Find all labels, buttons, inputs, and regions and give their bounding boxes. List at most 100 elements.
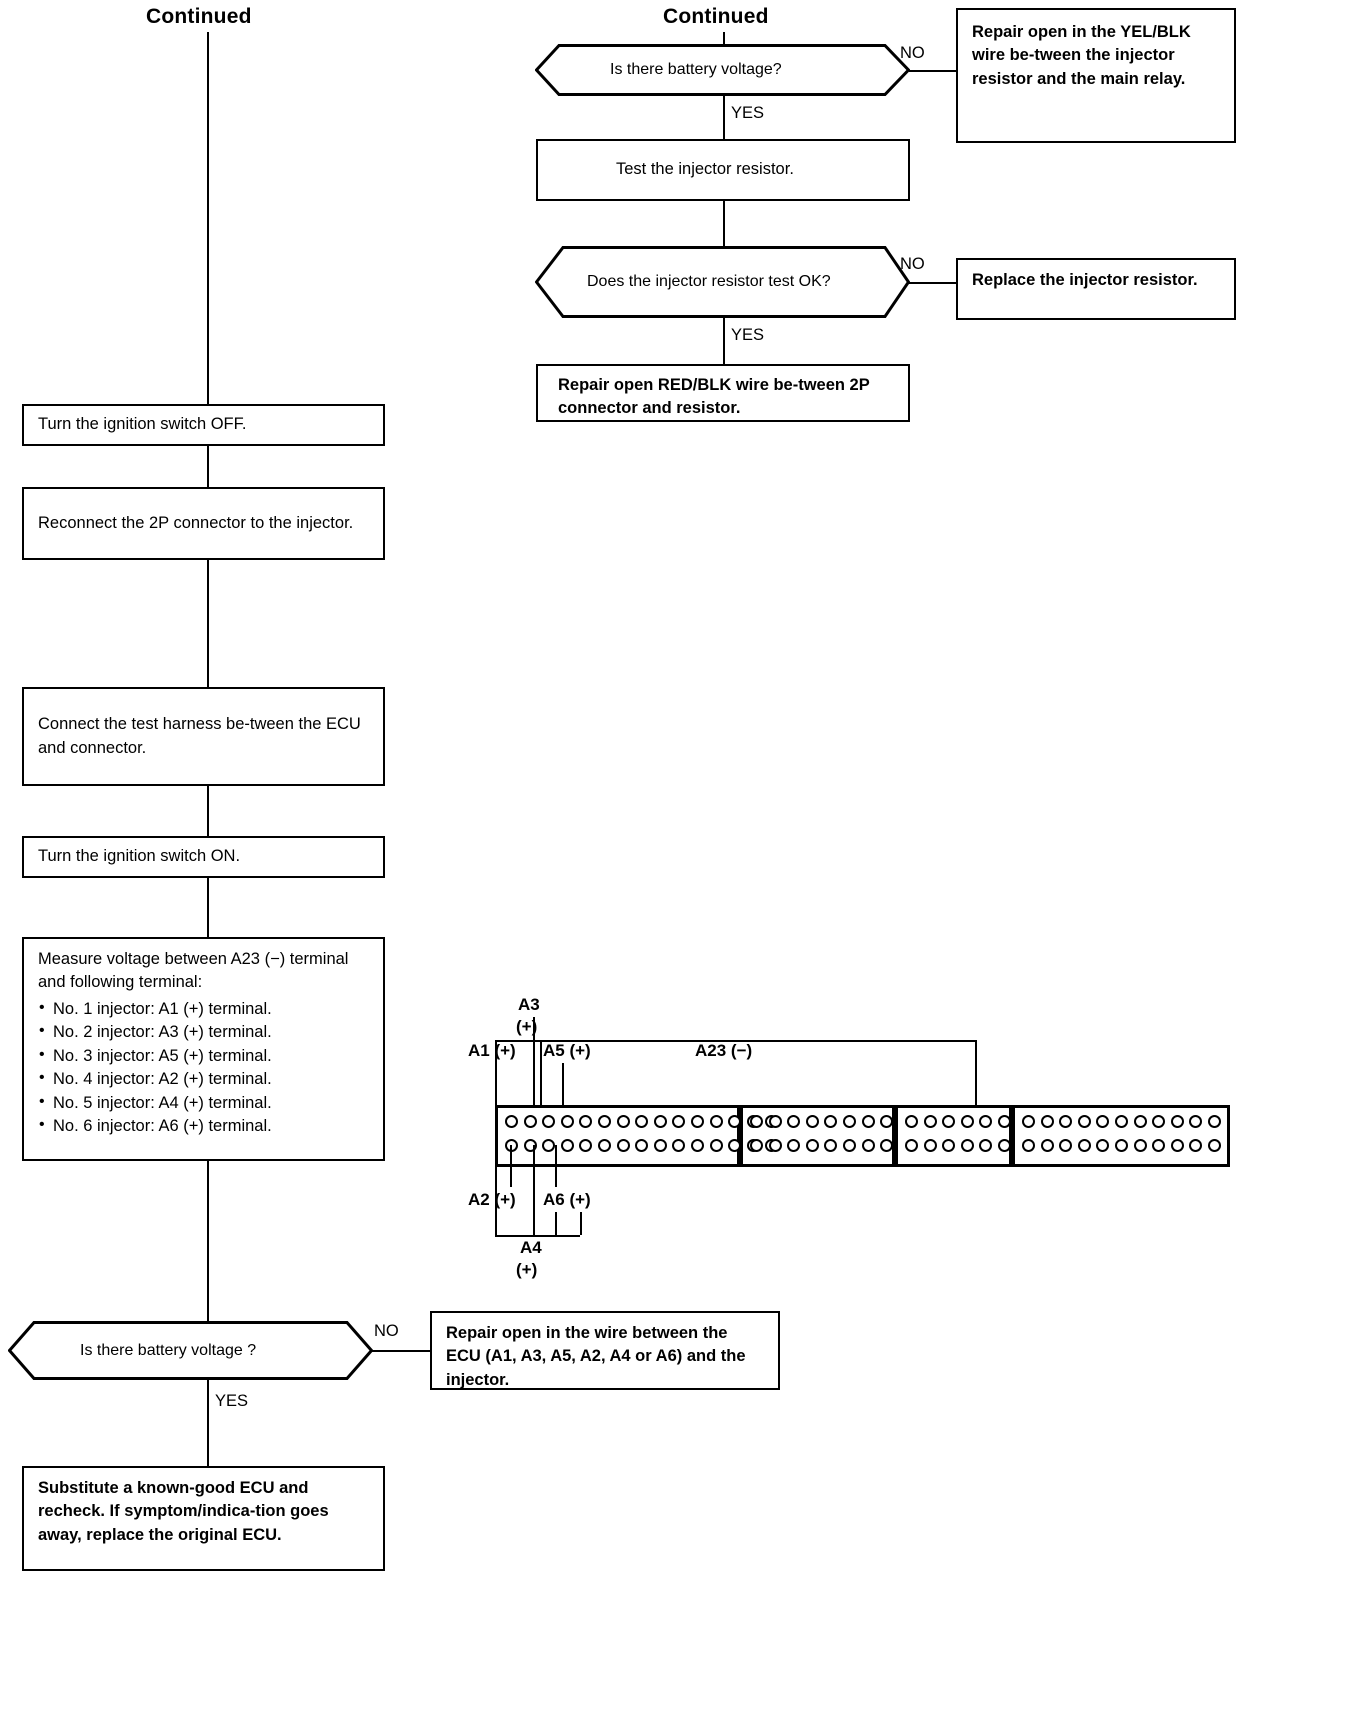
step-measure-voltage: Measure voltage between A23 (−) terminal… [22, 937, 385, 1161]
label-yes-bottom: YES [215, 1392, 249, 1410]
pin-row-3-bottom [905, 1139, 1017, 1152]
step-turn-ignition-off: Turn the ignition switch OFF. [22, 404, 385, 446]
connector-pin [728, 1115, 742, 1128]
connector-pin [579, 1139, 593, 1152]
pin-row-1-top [505, 1115, 784, 1128]
connector-pin [728, 1139, 742, 1152]
injector-terminal-item: No. 6 injector: A6 (+) terminal. [38, 1114, 369, 1138]
connector-line-l2 [207, 560, 209, 687]
pin-label-a3-sign: (+) [516, 1017, 538, 1036]
leader-bottom-mid [555, 1212, 557, 1235]
label-no-top: NO [900, 44, 925, 62]
leader-drop-a2 [510, 1145, 512, 1187]
connector-pin [750, 1139, 763, 1152]
step-repair-red-blk-wire: Repair open RED/BLK wire be-tween 2P con… [536, 364, 910, 422]
leader-a3-down [533, 1017, 535, 1107]
pin-row-4-bottom [1022, 1139, 1227, 1152]
hexagon-outline [8, 1321, 373, 1380]
connector-pin [979, 1139, 993, 1152]
connector-pin [1152, 1139, 1166, 1152]
step-test-injector-resistor: Test the injector resistor. [536, 139, 910, 201]
decision-battery-voltage-top: Is there battery voltage? [535, 44, 910, 96]
pin-label-a4-sign: (+) [516, 1260, 538, 1279]
leader-a1-down [540, 1040, 542, 1063]
connector-pin [997, 1115, 1011, 1128]
continued-label-left: Continued [146, 5, 252, 28]
pin-label-a6: A6 (+) [543, 1190, 591, 1209]
connector-line-l4 [207, 878, 209, 937]
leader-top-horizontal [495, 1040, 975, 1042]
connector-pin [672, 1115, 686, 1128]
connector-pin [905, 1115, 918, 1128]
hexagon-outline [535, 246, 910, 318]
connector-pin [842, 1139, 856, 1152]
pin-row-1-bottom [505, 1139, 784, 1152]
connector-line-l1 [207, 446, 209, 487]
connector-line-l7-yes [207, 1380, 209, 1466]
injector-terminal-item: No. 2 injector: A3 (+) terminal. [38, 1020, 369, 1044]
connector-pin [1096, 1139, 1110, 1152]
connector-pin [635, 1139, 649, 1152]
connector-pin [1133, 1115, 1147, 1128]
connector-pin [1170, 1115, 1184, 1128]
connector-pin [905, 1139, 918, 1152]
connector-pin [709, 1115, 723, 1128]
leader-a23-down [975, 1040, 977, 1063]
connector-pin [923, 1115, 937, 1128]
step-substitute-ecu: Substitute a known-good ECU and recheck.… [22, 1466, 385, 1571]
label-no-bottom: NO [374, 1322, 399, 1340]
connector-pin [597, 1115, 611, 1128]
connector-pin [597, 1139, 611, 1152]
connector-pin [880, 1139, 894, 1152]
step-turn-ignition-on: Turn the ignition switch ON. [22, 836, 385, 878]
decision-battery-voltage-bottom-text: Is there battery voltage ? [80, 1341, 257, 1359]
connector-pin [824, 1139, 838, 1152]
pin-row-2-top [750, 1115, 899, 1128]
connector-pin [1040, 1139, 1054, 1152]
connector-pin [805, 1139, 819, 1152]
injector-terminal-list: No. 1 injector: A1 (+) terminal.No. 2 in… [38, 997, 369, 1139]
connector-pin [1133, 1139, 1147, 1152]
connector-pin [787, 1139, 801, 1152]
connector-pin [942, 1115, 956, 1128]
connector-pin [1096, 1115, 1110, 1128]
connector-pin [1207, 1139, 1221, 1152]
leader-bottom-horizontal [495, 1235, 580, 1237]
connector-pin [1114, 1139, 1128, 1152]
connector-pin [960, 1139, 974, 1152]
connector-pin [768, 1115, 782, 1128]
pin-row-2-bottom [750, 1139, 899, 1152]
connector-pin [709, 1139, 723, 1152]
result-repair-yel-blk-wire: Repair open in the YEL/BLK wire be-tween… [956, 8, 1236, 143]
connector-pin [672, 1139, 686, 1152]
connector-pin [635, 1115, 649, 1128]
label-yes-top: YES [731, 104, 765, 122]
connector-pin [1152, 1115, 1166, 1128]
leader-bottom-right [580, 1212, 582, 1235]
injector-terminal-item: No. 4 injector: A2 (+) terminal. [38, 1067, 369, 1091]
pin-row-4-top [1022, 1115, 1227, 1128]
pin-label-a3: A3 [518, 995, 540, 1014]
connector-pin [505, 1115, 518, 1128]
injector-terminal-item: No. 5 injector: A4 (+) terminal. [38, 1091, 369, 1115]
connector-pin [1022, 1139, 1035, 1152]
connector-pin [1059, 1115, 1073, 1128]
decision-battery-voltage-top-text: Is there battery voltage? [610, 61, 782, 79]
step-connect-test-harness-text: Connect the test harness be-tween the EC… [38, 715, 361, 757]
connector-pin [842, 1115, 856, 1128]
connector-pin [1189, 1115, 1203, 1128]
step-turn-ignition-off-text: Turn the ignition switch OFF. [38, 415, 247, 434]
connector-pin [1022, 1115, 1035, 1128]
step-reconnect-2p-connector-text: Reconnect the 2P connector to the inject… [38, 513, 354, 532]
pin-label-a5: A5 (+) [543, 1041, 591, 1060]
connector-pin [616, 1139, 630, 1152]
connector-pin [542, 1115, 556, 1128]
connector-line-r2-yes [723, 96, 725, 139]
connector-line-r5-yes [723, 318, 725, 364]
connector-pin [653, 1139, 667, 1152]
label-no-middle: NO [900, 255, 925, 273]
leader-drop-a5 [562, 1063, 564, 1107]
step-reconnect-2p-connector: Reconnect the 2P connector to the inject… [22, 487, 385, 560]
leader-drop-a4 [533, 1145, 535, 1235]
connector-pin [1077, 1139, 1091, 1152]
